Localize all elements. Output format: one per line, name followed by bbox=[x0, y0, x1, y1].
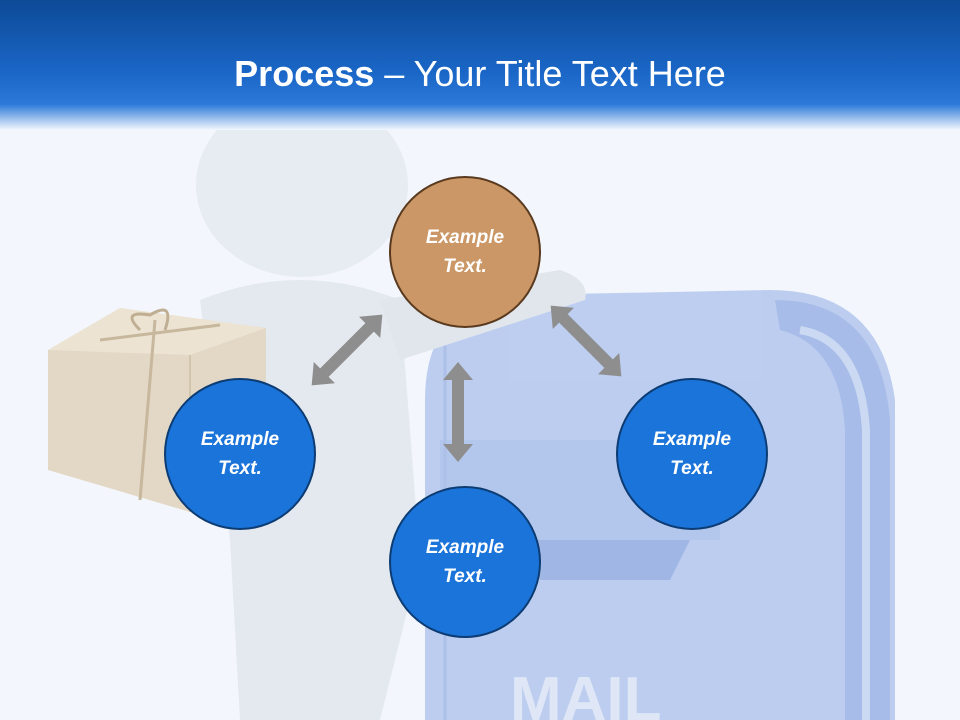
process-node-left[interactable]: Example Text. bbox=[164, 378, 316, 530]
slide-title: Process – Your Title Text Here bbox=[0, 52, 960, 96]
title-bold: Process bbox=[234, 53, 375, 94]
double-arrow-icon bbox=[443, 362, 473, 462]
node-label-line2: Text. bbox=[443, 566, 487, 587]
node-label-line2: Text. bbox=[670, 458, 714, 479]
process-node-bottom[interactable]: Example Text. bbox=[389, 486, 541, 638]
node-label-line2: Text. bbox=[443, 256, 487, 277]
node-label-line1: Example bbox=[425, 227, 505, 248]
node-label-line1: Example bbox=[652, 429, 732, 450]
node-label-line2: Text. bbox=[218, 458, 262, 479]
title-rest: – Your Title Text Here bbox=[374, 53, 726, 94]
mailbox-label: MAIL bbox=[510, 665, 662, 720]
node-label-line1: Example bbox=[425, 537, 505, 558]
double-arrow-icon bbox=[550, 305, 622, 377]
double-arrow-icon bbox=[311, 314, 383, 386]
process-node-right[interactable]: Example Text. bbox=[616, 378, 768, 530]
title-bar bbox=[0, 0, 960, 130]
process-node-top[interactable]: Example Text. bbox=[389, 176, 541, 328]
node-label-line1: Example bbox=[200, 429, 280, 450]
